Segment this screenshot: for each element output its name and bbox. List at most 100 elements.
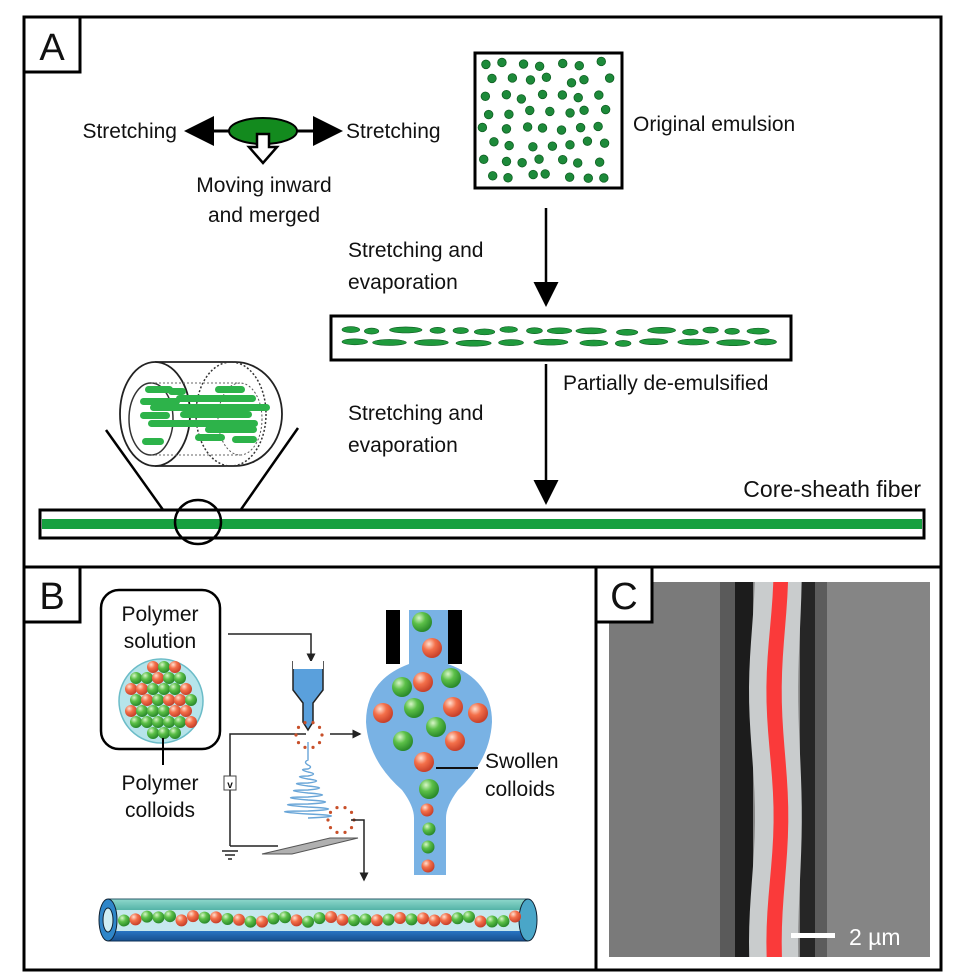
highlight-dot: [328, 810, 333, 814]
emulsion-droplet: [504, 140, 514, 151]
core-strand: [232, 436, 257, 443]
highlight-dot: [296, 725, 301, 729]
whipping-jet: [283, 742, 332, 819]
emulsion-droplet: [501, 89, 512, 100]
panel-c-label: C: [610, 576, 637, 618]
colloid-ball: [185, 694, 197, 706]
emulsion-droplet: [575, 122, 586, 133]
colloid-ball: [147, 661, 159, 673]
circuit-wire-high: [229, 733, 306, 846]
fiber-colloid-ball: [175, 914, 188, 927]
colloid-ball: [152, 716, 164, 728]
emulsion-droplet: [501, 124, 512, 134]
highlight-dot: [328, 826, 333, 830]
emulsion-droplet: [489, 137, 499, 147]
emulsion-droplet: [540, 169, 550, 179]
highlight-dot: [335, 806, 339, 810]
swollen-colloid-ball: [413, 672, 433, 692]
core-strand: [215, 386, 245, 393]
stretched-droplet: [616, 328, 639, 336]
colloid-ball: [163, 694, 175, 706]
stretched-droplet: [682, 328, 699, 336]
polymer-solution-label-line1: Polymer: [121, 603, 198, 626]
panel-c-label-box: [594, 565, 654, 624]
emulsion-droplet: [599, 173, 609, 183]
emulsion-droplet: [517, 158, 527, 168]
stretched-droplet: [498, 339, 524, 346]
swollen-colloid-ball: [468, 703, 488, 723]
highlight-dot: [296, 741, 301, 745]
fiber-colloid-ball: [210, 911, 222, 924]
stretched-droplet: [452, 327, 469, 334]
emulsion-droplet: [574, 60, 584, 71]
stretched-droplet: [724, 328, 740, 335]
swollen-colloid-ball: [426, 717, 446, 737]
panel-c: C 2 µm: [594, 565, 943, 972]
swollen-colloid-ball: [414, 752, 434, 772]
stretched-droplet: [526, 327, 543, 335]
panel-a-label-box: [22, 15, 82, 74]
colloid-ball: [169, 683, 181, 695]
swollen-colloid-ball: [392, 677, 412, 697]
emulsion-droplet: [593, 121, 603, 132]
emulsion-droplet: [477, 122, 488, 133]
fiber-colloid-ball: [509, 910, 521, 923]
emulsion-droplet: [547, 141, 558, 151]
emulsion-droplet: [480, 91, 491, 102]
fiber-colloid-ball: [417, 912, 429, 925]
colloid-ball: [169, 661, 181, 673]
swollen-colloid-ball: [393, 731, 413, 751]
colloid-ball: [174, 694, 186, 706]
fiber-colloid-ball: [325, 910, 337, 923]
emulsion-droplet: [497, 57, 507, 68]
stretched-droplets: [341, 326, 777, 347]
fiber-colloid-ball: [428, 914, 441, 927]
step1-label-line1: Stretching and: [348, 239, 483, 262]
emulsion-droplet: [516, 94, 527, 104]
stretched-droplet: [341, 326, 361, 333]
emulsion-droplet: [596, 56, 606, 67]
fiber-colloid-ball: [164, 910, 176, 923]
emulsion-droplet: [487, 171, 498, 181]
highlight-dot: [303, 721, 307, 725]
swollen-colloid-ball: [422, 638, 442, 658]
highlight-dot: [303, 745, 307, 749]
fiber-colloid-ball: [302, 915, 314, 928]
emulsion-droplets: [477, 56, 615, 183]
panel-b-label: B: [39, 576, 64, 618]
fiber-colloid-ball: [382, 913, 395, 926]
original-emulsion-label: Original emulsion: [633, 113, 795, 136]
stretching-right-label: Stretching: [346, 120, 441, 143]
fiber-colloid-ball: [129, 913, 142, 926]
polymer-solution-label-line2: solution: [124, 630, 196, 653]
emulsion-droplet: [579, 105, 589, 116]
highlight-dot: [317, 725, 322, 729]
emulsion-droplet: [503, 173, 513, 183]
highlight-dot: [326, 818, 330, 822]
swollen-colloid-ball: [412, 612, 432, 632]
emulsion-droplet: [564, 172, 575, 182]
fiber-colloid-ball: [290, 914, 303, 927]
emulsion-droplet: [537, 123, 548, 133]
emulsion-droplet: [528, 142, 538, 152]
solution-colloid-balls: [125, 661, 197, 739]
fiber-colloid-ball: [474, 915, 487, 928]
highlight-dot: [294, 733, 298, 737]
fiber-colloid-ball: [187, 910, 199, 923]
inward-hollow-arrow: [246, 132, 280, 165]
spinneret-top: [293, 661, 323, 669]
swollen-colloids-label-line2: colloids: [485, 778, 555, 801]
emulsion-droplet: [565, 108, 575, 118]
emulsion-droplet: [558, 58, 568, 69]
emulsion-droplet: [604, 73, 615, 83]
scale-bar-label: 2 µm: [849, 924, 901, 950]
colloid-ball: [130, 716, 142, 728]
panel-a-label: A: [39, 27, 65, 69]
emulsion-droplet: [556, 125, 567, 135]
stretched-droplet: [429, 327, 446, 334]
swollen-colloid-ball: [443, 697, 463, 717]
colloid-ball: [158, 727, 170, 739]
fiber-colloid-ball: [348, 914, 360, 927]
core-strand: [140, 398, 180, 405]
stretching-left-label: Stretching: [82, 120, 177, 143]
